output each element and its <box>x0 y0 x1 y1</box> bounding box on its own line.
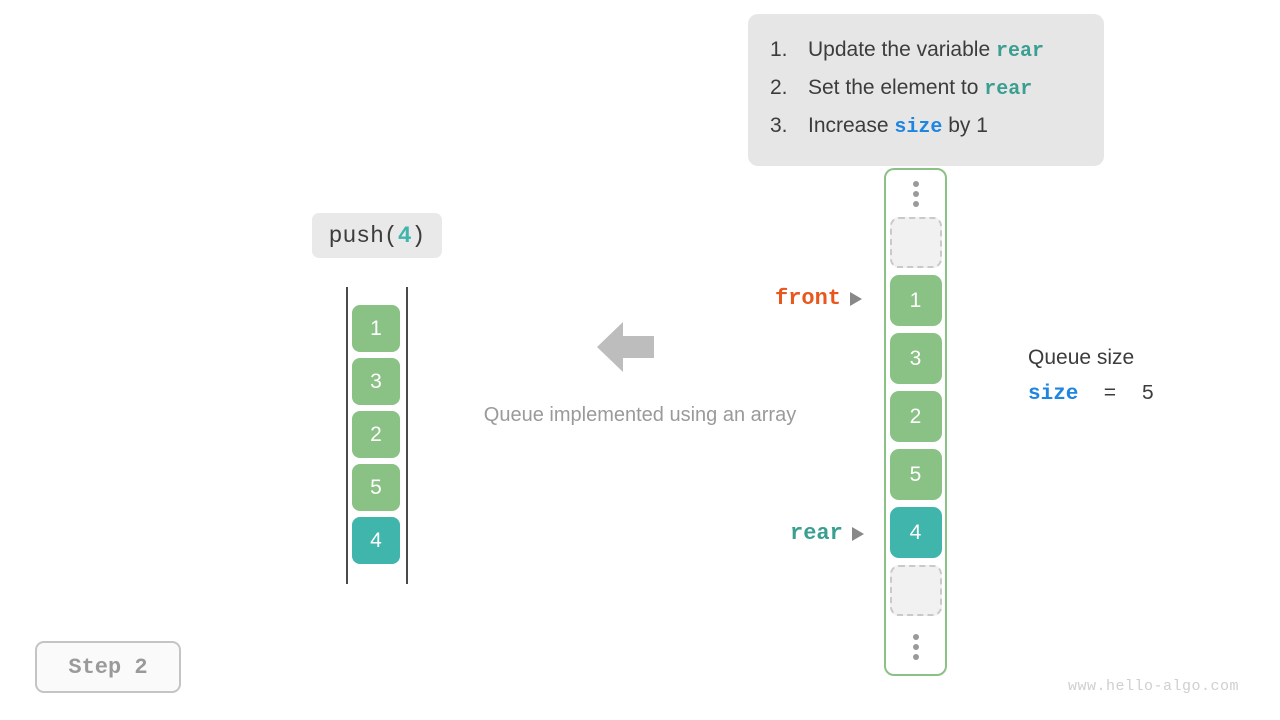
instruction-step: 3. Increase size by 1 <box>770 108 1082 146</box>
queue-cell-new: 4 <box>352 517 400 564</box>
operation-argument: 4 <box>397 222 412 249</box>
queue-size-gap <box>1116 383 1141 406</box>
queue-size-operator <box>1078 383 1103 406</box>
array-slot: 2 <box>889 391 942 442</box>
array-slot-empty <box>889 565 942 616</box>
queue-cell: 2 <box>352 411 400 458</box>
queue-size-variable: size <box>1028 383 1079 406</box>
instruction-keyword-rear: rear <box>984 78 1033 101</box>
pointer-label-front: front <box>775 286 863 311</box>
array-container-diagram: 1 3 2 5 4 <box>884 168 947 676</box>
instruction-keyword-size: size <box>894 116 943 139</box>
queue-cell: 3 <box>352 358 400 405</box>
queue-rail-left <box>346 287 348 584</box>
operation-name: push( <box>328 222 398 249</box>
queue-size-expression: size = 5 <box>1028 381 1154 409</box>
array-slot-empty <box>889 217 942 268</box>
instruction-keyword-rear: rear <box>995 40 1044 63</box>
instruction-step-number: 1. <box>770 38 788 61</box>
pointer-arrow-icon <box>851 526 864 541</box>
arrow-left-icon <box>597 321 654 373</box>
array-slot: 1 <box>889 275 942 326</box>
instruction-panel: 1. Update the variable rear 2. Set the e… <box>748 14 1104 166</box>
array-slot-stack: 1 3 2 5 4 <box>886 170 945 670</box>
array-slot: 5 <box>889 449 942 500</box>
ellipsis-icon-top <box>912 170 919 217</box>
ellipsis-icon-bottom <box>912 623 919 670</box>
queue-size-operator-sign: = <box>1103 383 1117 406</box>
logical-queue-diagram: 1 3 2 5 4 <box>346 287 408 584</box>
array-slot: 3 <box>889 333 942 384</box>
instruction-step: 2. Set the element to rear <box>770 70 1082 108</box>
instruction-text-pre: Set the element to <box>808 76 985 99</box>
step-badge: Step 2 <box>35 641 181 693</box>
instruction-text-pre: Update the variable <box>808 38 996 61</box>
instruction-text-pre: Increase <box>808 114 895 137</box>
queue-size-title: Queue size <box>1028 346 1135 369</box>
instruction-step-number: 3. <box>770 114 788 137</box>
pointer-label-rear: rear <box>790 521 864 546</box>
queue-rail-right <box>406 287 408 584</box>
queue-size-value: 5 <box>1141 383 1155 406</box>
instruction-step-number: 2. <box>770 76 788 99</box>
pointer-arrow-icon <box>850 291 863 306</box>
array-slot-new: 4 <box>889 507 942 558</box>
queue-size-readout: Queue size size = 5 <box>1028 343 1154 409</box>
logical-queue-cells: 1 3 2 5 4 <box>352 305 400 570</box>
operation-close-paren: ) <box>411 222 426 249</box>
instruction-text-post: by 1 <box>942 114 988 137</box>
instruction-step-text: Update the variable rear <box>808 32 1044 70</box>
watermark: www.hello-algo.com <box>1068 678 1240 695</box>
instruction-step: 1. Update the variable rear <box>770 32 1082 70</box>
pointer-label-front-text: front <box>775 286 842 311</box>
pointer-label-rear-text: rear <box>790 521 843 546</box>
instruction-step-text: Set the element to rear <box>808 70 1032 108</box>
queue-cell: 1 <box>352 305 400 352</box>
instruction-step-text: Increase size by 1 <box>808 108 988 146</box>
operation-label: push(4) <box>312 213 442 258</box>
queue-cell: 5 <box>352 464 400 511</box>
diagram-caption: Queue implemented using an array <box>483 404 797 426</box>
